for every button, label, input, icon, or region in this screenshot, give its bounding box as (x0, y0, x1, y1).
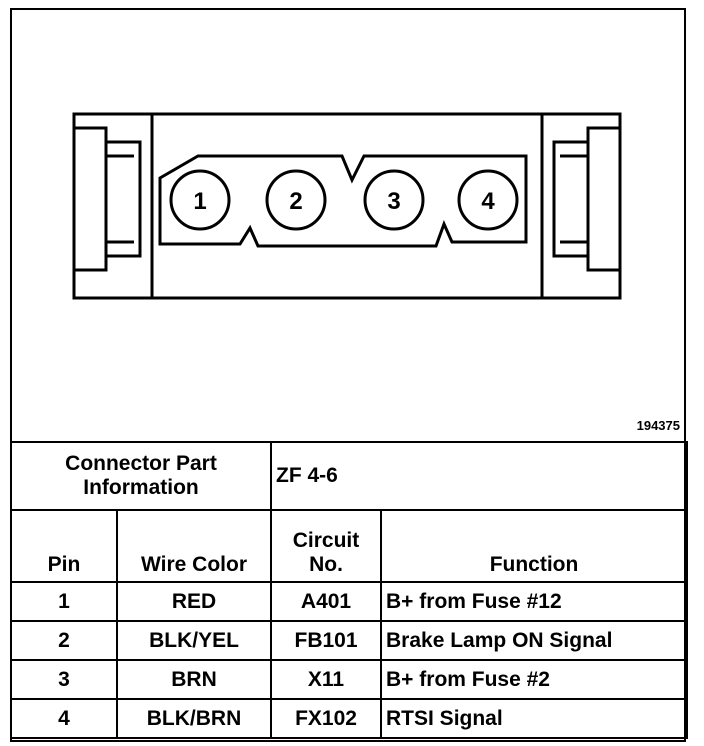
connector-body (72, 112, 622, 300)
connector-part-row: Connector Part Information ZF 4-6 (9, 441, 689, 511)
pin-cell: 2 (10, 620, 118, 661)
column-header-row: Pin Wire Color Circuit No. Function (10, 509, 689, 583)
figure-id: 194375 (636, 418, 680, 433)
pin-2: 2 (265, 169, 327, 231)
pin-3-label: 3 (387, 188, 400, 215)
pin-3: 3 (363, 169, 425, 231)
right-latch (540, 114, 620, 298)
wire-color-cell: RED (115, 581, 273, 622)
connector-part-value: ZF 4-6 (270, 441, 689, 511)
connector-info-table: Connector Part Information ZF 4-6 Pin Wi… (9, 441, 689, 739)
function-cell: RTSI Signal (380, 698, 689, 739)
left-latch (74, 114, 154, 298)
pin-cell: 4 (10, 698, 118, 739)
wire-color-cell: BLK/BRN (115, 698, 273, 739)
connector-part-label: Connector Part Information (9, 441, 273, 511)
table-row: 1 RED A401 B+ from Fuse #12 (10, 581, 689, 622)
pin-2-label: 2 (289, 188, 302, 215)
function-cell: B+ from Fuse #2 (380, 659, 689, 700)
pin-cell: 3 (10, 659, 118, 700)
table-row: 3 BRN X11 B+ from Fuse #2 (10, 659, 689, 700)
pin-4: 4 (457, 169, 519, 231)
function-cell: Brake Lamp ON Signal (380, 620, 689, 661)
pin-cavity-outline (158, 154, 528, 248)
column-header-function: Function (380, 509, 689, 583)
column-header-pin: Pin (10, 509, 118, 583)
column-header-circuit: Circuit No. (270, 509, 383, 583)
table-row: 4 BLK/BRN FX102 RTSI Signal (10, 698, 689, 739)
column-header-wire-color: Wire Color (115, 509, 273, 583)
connector-frame: 1 2 3 4 194375 Connector Part Informatio… (9, 8, 689, 742)
table-row: 2 BLK/YEL FB101 Brake Lamp ON Signal (10, 620, 689, 661)
circuit-cell: FB101 (270, 620, 383, 661)
wire-color-cell: BLK/YEL (115, 620, 273, 661)
connector-diagram: 1 2 3 4 (72, 112, 622, 300)
pin-cell: 1 (10, 581, 118, 622)
circuit-cell: FX102 (270, 698, 383, 739)
circuit-cell: A401 (270, 581, 383, 622)
circuit-cell: X11 (270, 659, 383, 700)
function-cell: B+ from Fuse #12 (380, 581, 689, 622)
pin-1: 1 (169, 169, 231, 231)
pin-4-label: 4 (481, 188, 495, 215)
pin-1-label: 1 (193, 188, 206, 215)
wire-color-cell: BRN (115, 659, 273, 700)
